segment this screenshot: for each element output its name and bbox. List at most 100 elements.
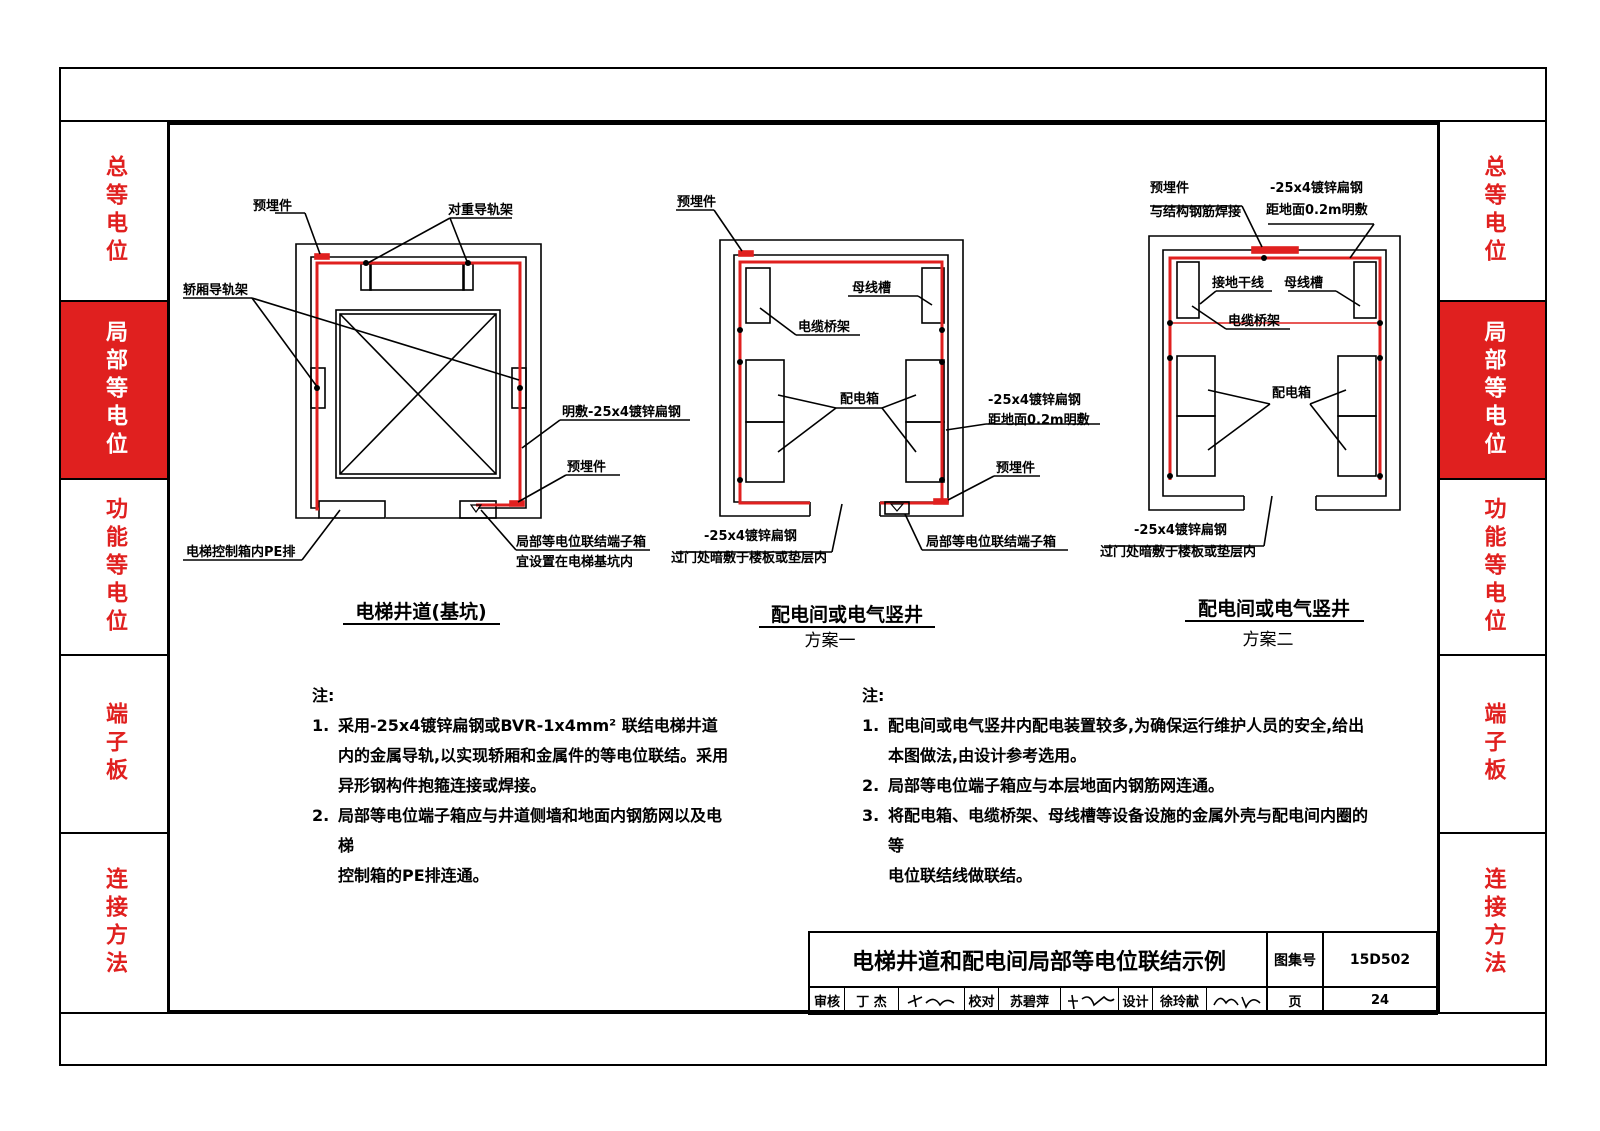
- label-buried-steel-line1: -25x4镀锌扁钢: [1134, 522, 1227, 538]
- label-ground-trunk: 接地干线: [1212, 275, 1264, 291]
- label-terminal-box: 局部等电位联结端子箱: [926, 534, 1056, 550]
- cable-tray-left: [745, 267, 771, 324]
- label-steel-line2: 距地面0.2m明敷: [1266, 202, 1369, 218]
- car-cross-2: [339, 313, 497, 475]
- signature-mark: [907, 994, 954, 1007]
- note-item: 1. 采用-25x4镀锌扁钢或BVR-1x4mm² 联结电梯井道 内的金属导轨,…: [312, 711, 732, 801]
- outer-frame: [59, 67, 1547, 1066]
- label-distribution-box: 配电箱: [840, 391, 879, 407]
- junction-dot: [1377, 473, 1383, 479]
- note-line: 配电间或电气竖井内配电装置较多,为确保运行维护人员的安全,给出: [888, 716, 1365, 735]
- bonding-loop: [315, 261, 522, 511]
- checker-name: 苏碧萍: [1009, 995, 1049, 1010]
- atlas-label: 图集号: [1274, 952, 1316, 969]
- junction-dot: [1167, 473, 1173, 479]
- bonding-loop: [738, 260, 944, 505]
- right-tab-total-bonding[interactable]: 总等电位: [1440, 122, 1545, 300]
- note-line: 内的金属导轨,以实现轿厢和金属件的等电位联结。采用: [338, 746, 729, 765]
- right-tab-functional-bonding[interactable]: 功能等电位: [1440, 480, 1545, 654]
- reviewer-signature: [899, 988, 964, 1013]
- leader-cw-rail-2: [449, 217, 469, 265]
- label-embedded-bottom: 预埋件: [567, 459, 606, 475]
- signature-mark: [1212, 996, 1261, 1009]
- label-terminal-box-line1: 局部等电位联结端子箱: [516, 534, 646, 550]
- junction-dot: [1377, 355, 1383, 361]
- review-label: 审核: [813, 995, 840, 1010]
- left-tab-functional-bonding[interactable]: 功能等电位: [61, 480, 167, 654]
- leader-car-rail-2: [251, 297, 520, 381]
- pit-sump-right: [459, 500, 497, 519]
- counterweight-frame: [369, 263, 465, 291]
- note-number: 3.: [862, 806, 880, 825]
- top-divider: [59, 120, 1547, 122]
- panel-left-lower: [745, 421, 785, 483]
- tab-label: 连接方法: [102, 867, 127, 979]
- shaft-wall-outer: [295, 243, 542, 519]
- label-buried-steel-line1: -25x4镀锌扁钢: [704, 528, 797, 544]
- left-tab-local-bonding[interactable]: 局部等电位: [61, 302, 167, 478]
- distribution-room-scheme1-diagram: [676, 209, 1100, 628]
- note-line: 采用-25x4镀锌扁钢或BVR-1x4mm² 联结电梯井道: [338, 716, 718, 735]
- embedded-plate-top: [314, 253, 330, 260]
- leader-car-rail-1: [251, 297, 319, 389]
- embedded-plate-top: [738, 250, 754, 257]
- note-item: 2. 局部等电位端子箱应与井道侧墙和地面内钢筋网以及电梯 控制箱的PE排连通。: [312, 801, 732, 891]
- leader-buried-steel: [831, 503, 843, 553]
- leader-panel-2: [1207, 403, 1271, 451]
- label-buried-steel-line2: 过门处暗敷于楼板或垫层内: [671, 550, 827, 566]
- left-tab-connection-method[interactable]: 连接方法: [61, 834, 167, 1012]
- busway-right: [921, 267, 945, 324]
- terminal-box-symbol: [889, 503, 905, 512]
- leader-buried-steel: [1263, 495, 1273, 547]
- drawing-title: 电梯井道和配电间局部等电位联结示例: [851, 949, 1226, 975]
- room-wall-inner: [733, 254, 949, 503]
- label-cable-tray: 电缆桥架: [798, 319, 850, 335]
- label-pe-bar: 电梯控制箱内PE排: [186, 544, 295, 560]
- leader-steel-top: [1349, 223, 1375, 259]
- leader-busway: [917, 295, 933, 306]
- panel-left-upper: [745, 359, 785, 423]
- label-steel-line2: 距地面0.2m明敷: [988, 412, 1091, 428]
- tb-vline: [844, 986, 845, 1013]
- label-embedded-bottom: 预埋件: [996, 460, 1035, 476]
- leader-ground-trunk: [1199, 290, 1217, 305]
- label-cable-tray: 电缆桥架: [1228, 313, 1280, 329]
- junction-dot: [939, 359, 945, 365]
- label-steel-line1: -25x4镀锌扁钢: [988, 392, 1081, 408]
- left-tab-terminal-board[interactable]: 端子板: [61, 656, 167, 832]
- tb-vline: [1206, 986, 1207, 1013]
- leader-pe-bar: [301, 509, 341, 561]
- embedded-plate-bottom: [933, 498, 949, 505]
- tab-divider: [61, 832, 167, 834]
- right-tab-connection-method[interactable]: 连接方法: [1440, 834, 1545, 1012]
- leader-panel-1: [1207, 389, 1271, 405]
- junction-dot: [517, 385, 523, 391]
- designer-name: 徐玲献: [1159, 995, 1199, 1010]
- embedded-plate-top: [1251, 246, 1299, 254]
- note-number: 1.: [312, 716, 330, 735]
- leader-cable-tray: [759, 307, 797, 336]
- note-item: 1. 配电间或电气竖井内配电装置较多,为确保运行维护人员的安全,给出 本图做法,…: [862, 711, 1382, 771]
- junction-dot: [939, 477, 945, 483]
- panel-right-upper: [1337, 355, 1377, 417]
- title-block: 电梯井道和配电间局部等电位联结示例 图集号 15D502 审核 丁 杰 校对 苏…: [808, 931, 1438, 1015]
- leader-embedded-top: [304, 212, 321, 255]
- tab-label: 总等电位: [1480, 155, 1506, 267]
- note-line: 电位联结线做联结。: [888, 866, 1033, 885]
- diagram-title-scheme1: 配电间或电气竖井: [771, 603, 923, 626]
- tab-label: 局部等电位: [102, 320, 127, 460]
- tab-label: 总等电位: [102, 155, 127, 267]
- note-line: 将配电箱、电缆桥架、母线槽等设备设施的金属外壳与配电间内圈的等: [888, 806, 1369, 855]
- right-tab-local-bonding[interactable]: 局部等电位: [1440, 302, 1545, 478]
- label-embedded-top: 预埋件: [677, 194, 716, 210]
- leader-embedded-bottom: [517, 474, 567, 503]
- left-tab-total-bonding[interactable]: 总等电位: [61, 122, 167, 300]
- right-tab-terminal-board[interactable]: 端子板: [1440, 656, 1545, 832]
- note-item: 2. 局部等电位端子箱应与本层地面内钢筋网连通。: [862, 771, 1382, 801]
- label-exposed-steel: 明敷-25x4镀锌扁钢: [562, 404, 681, 420]
- leader-panel-4: [881, 407, 917, 453]
- page-label: 页: [1288, 995, 1302, 1010]
- elevator-car-inner: [339, 313, 497, 475]
- note-number: 2.: [862, 776, 880, 795]
